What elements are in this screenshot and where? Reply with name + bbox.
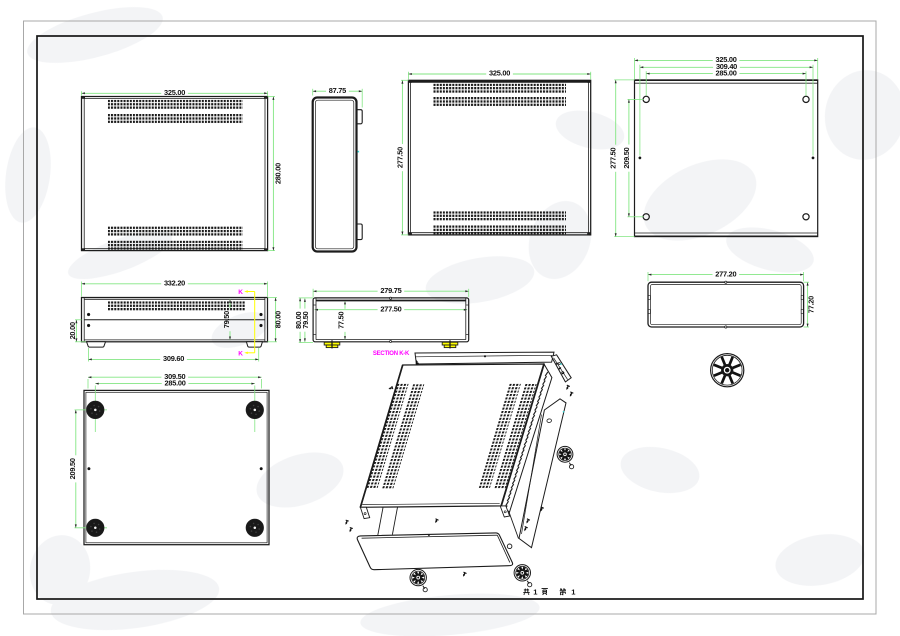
svg-text:277.20: 277.20: [715, 269, 736, 278]
svg-text:79.50: 79.50: [301, 311, 310, 328]
svg-text:80.00: 80.00: [294, 311, 303, 328]
svg-text:277.50: 277.50: [609, 148, 618, 169]
svg-text:77.20: 77.20: [807, 296, 816, 313]
svg-text:K: K: [238, 289, 243, 296]
svg-text:285.00: 285.00: [165, 378, 186, 387]
svg-text:209.50: 209.50: [68, 458, 77, 479]
svg-text:277.50: 277.50: [395, 147, 404, 168]
svg-text:309.40: 309.40: [716, 62, 737, 71]
svg-text:87.75: 87.75: [329, 86, 346, 95]
svg-text:279.75: 279.75: [380, 286, 401, 295]
svg-text:325.00: 325.00: [164, 88, 185, 97]
svg-text:309.50: 309.50: [164, 372, 185, 381]
svg-text:SECTION K-K: SECTION K-K: [373, 351, 410, 357]
svg-text:80.00: 80.00: [273, 311, 282, 328]
svg-text:325.00: 325.00: [489, 69, 510, 78]
svg-text:325.00: 325.00: [716, 55, 737, 64]
svg-text:309.60: 309.60: [163, 354, 184, 363]
svg-text:209.50: 209.50: [622, 147, 631, 168]
svg-text:285.00: 285.00: [716, 68, 737, 77]
svg-text:20.00: 20.00: [68, 322, 77, 339]
svg-text:K: K: [238, 350, 243, 357]
svg-text:277.50: 277.50: [380, 304, 401, 313]
svg-text:332.20: 332.20: [164, 279, 185, 288]
svg-text:77.50: 77.50: [337, 312, 346, 329]
svg-text:79.50: 79.50: [222, 311, 231, 328]
svg-text:1: 1: [571, 588, 576, 597]
svg-text:280.00: 280.00: [274, 163, 283, 184]
svg-text:1: 1: [533, 588, 538, 597]
